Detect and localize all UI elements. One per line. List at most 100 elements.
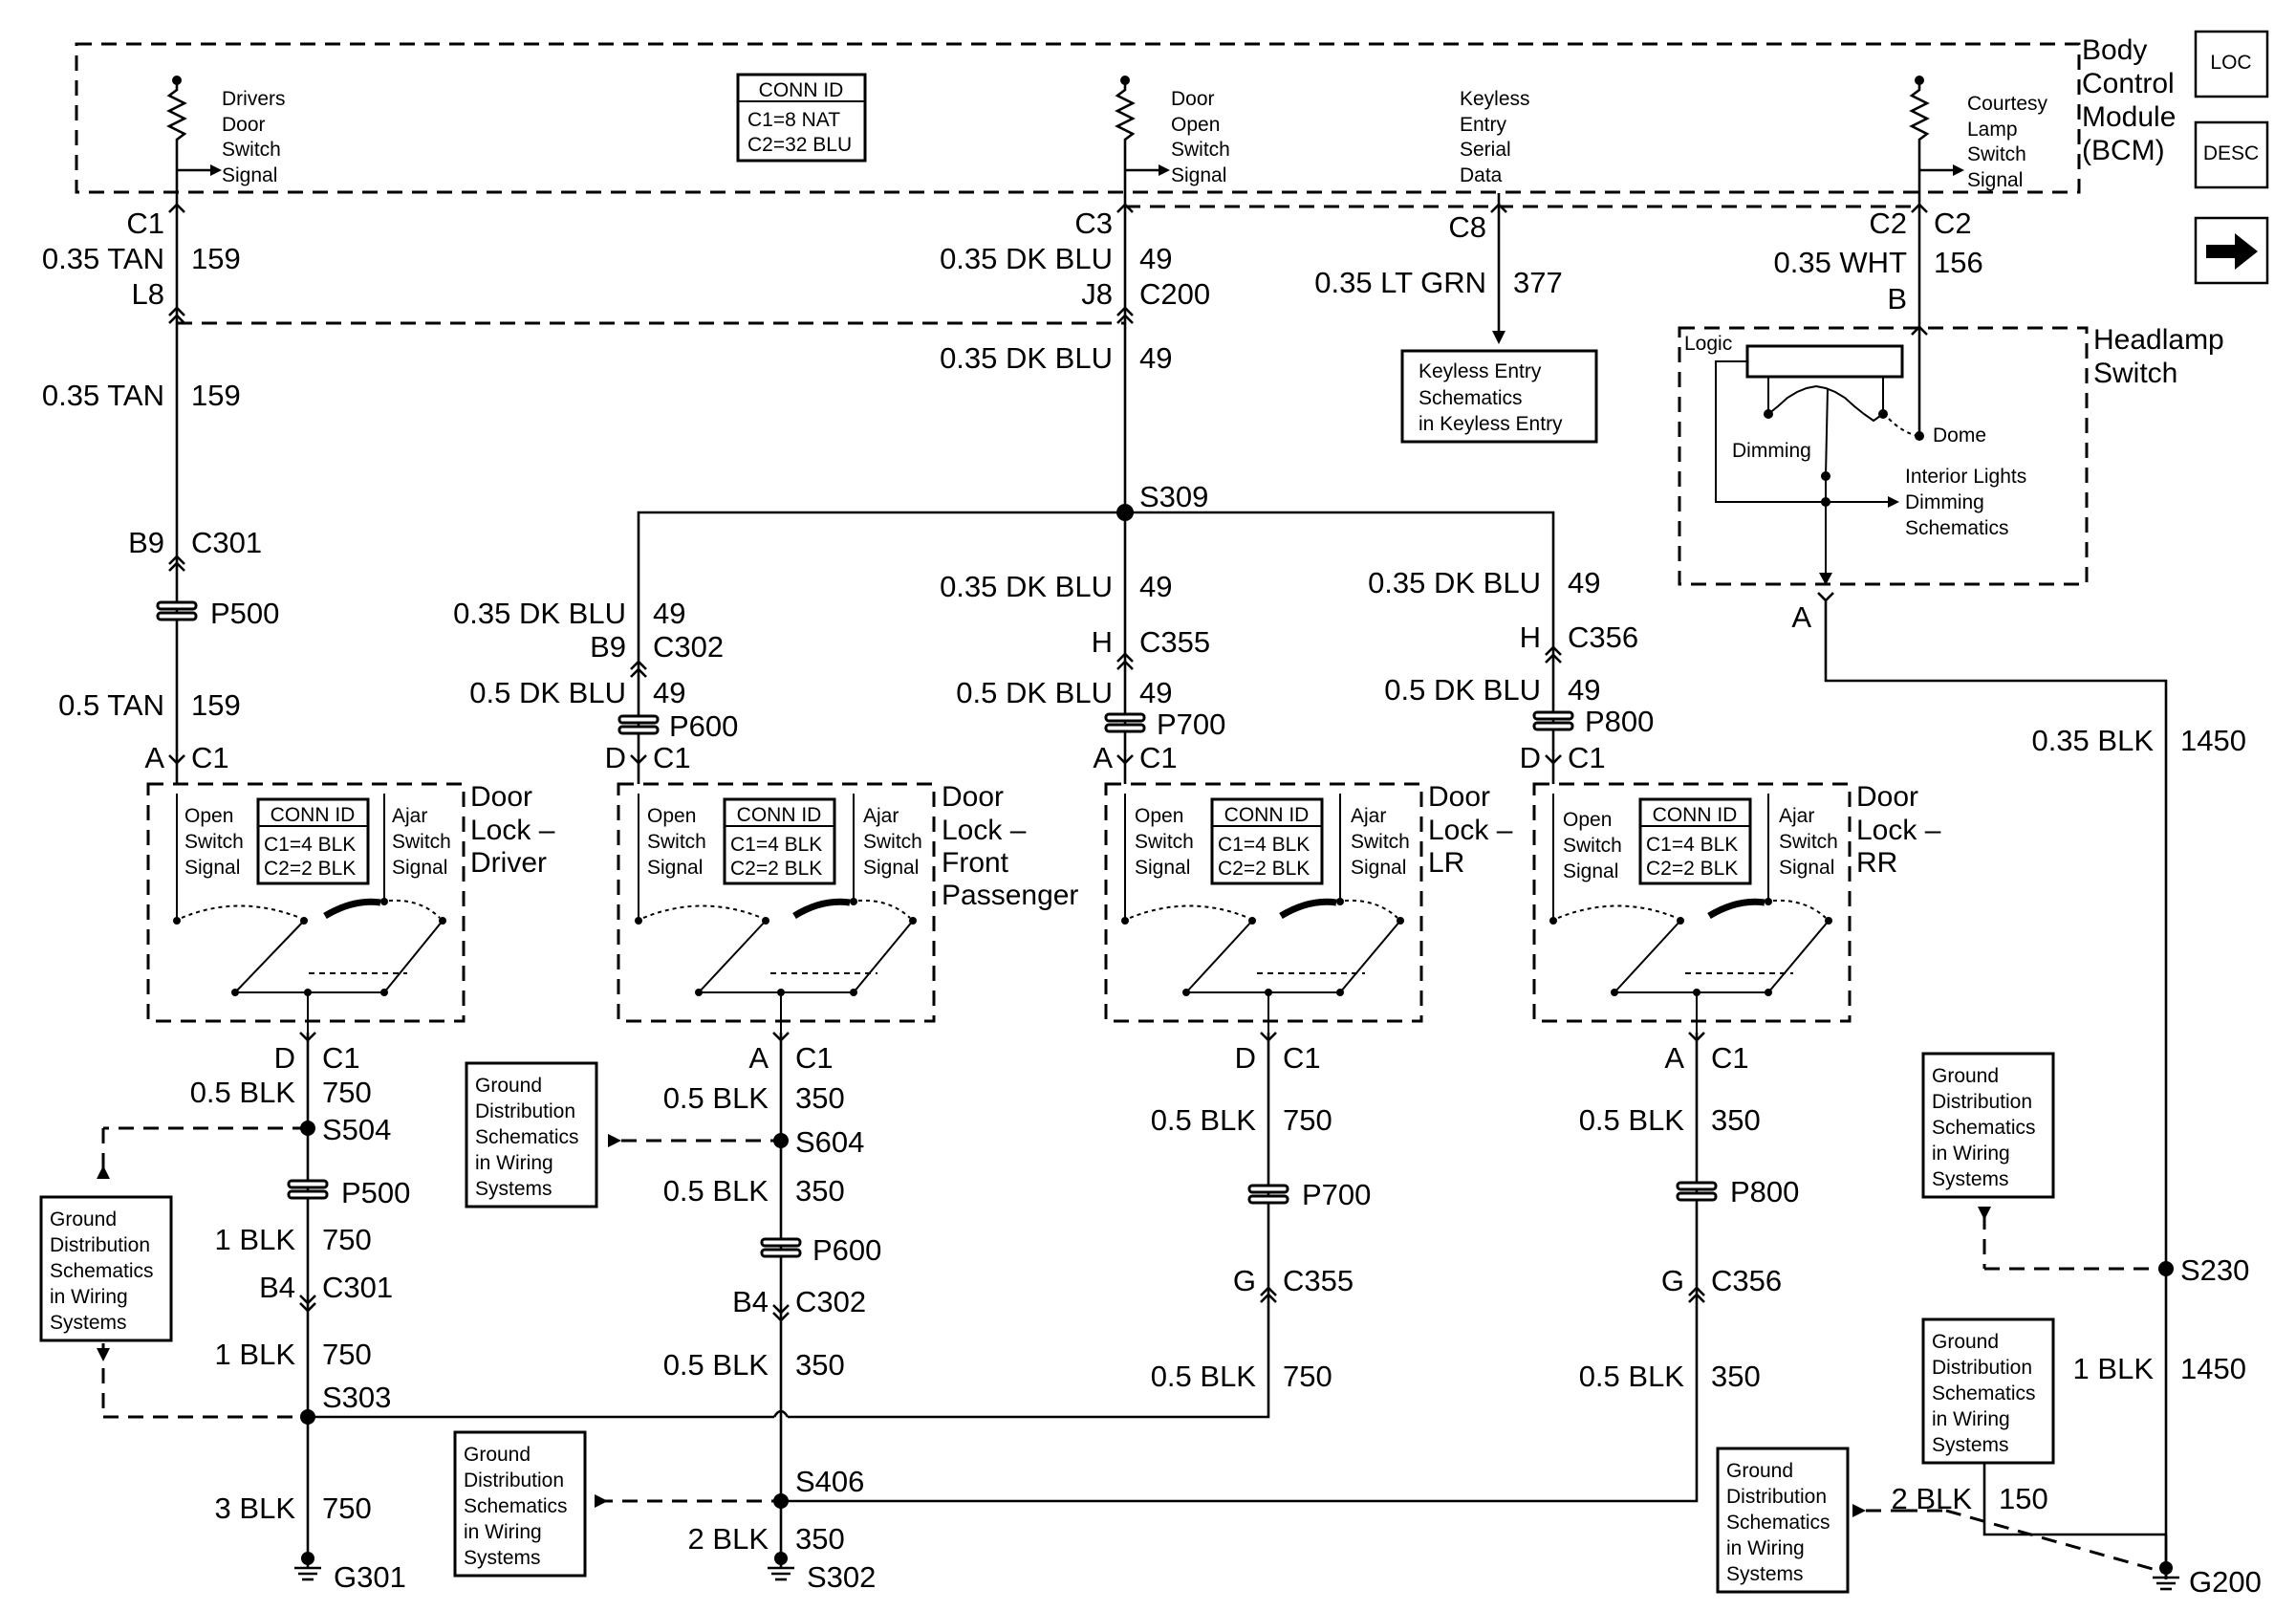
- diagram-label: RR: [1856, 847, 1897, 879]
- junction-dot: [850, 898, 857, 905]
- diagram-label: Switch: [1135, 831, 1194, 853]
- ground-distribution-box-2[interactable]: Ground Distribution Schematics in Wiring…: [465, 1061, 598, 1208]
- diagram-label: Switch: [392, 831, 451, 853]
- diagram-label: A: [748, 1041, 769, 1075]
- diagram-label: Open: [184, 805, 233, 827]
- diagram-label: Switch: [863, 831, 922, 853]
- diagram-label: 0.5 BLK: [1579, 1360, 1685, 1393]
- diagram-label: Signal: [1779, 857, 1834, 879]
- wire-segment: [1116, 660, 1134, 670]
- diagram-label: P600: [669, 709, 738, 743]
- diagram-label: Signal: [647, 857, 703, 879]
- box-outline: [287, 1189, 329, 1200]
- diagram-label: C2=2 BLK: [1218, 858, 1310, 880]
- diagram-label: C1=4 BLK: [730, 834, 822, 856]
- drivers-door-signal-label: Drivers Door Switch Signal: [222, 88, 286, 186]
- wire-segment: [1545, 645, 1562, 656]
- wire-segment: [1116, 203, 1134, 213]
- diagram-label: J8: [1081, 277, 1113, 311]
- box-outline: [1210, 797, 1324, 885]
- diagram-label: 750: [322, 1338, 372, 1371]
- diagram-label: 750: [1283, 1103, 1332, 1137]
- wire-segment: [323, 898, 381, 920]
- diagram-label: 0.35 DK BLU: [453, 597, 626, 630]
- diagram-label: H: [1092, 625, 1113, 659]
- box-outline: [1638, 797, 1752, 885]
- wire-segment: [1772, 899, 1827, 919]
- door-lock-driver-conn: CONN ID C1=4 BLK C2=2 BLK: [256, 797, 370, 885]
- door-open-signal-label: Door Open Switch Signal: [1171, 88, 1230, 186]
- diagram-label: S504: [322, 1113, 391, 1146]
- diagram-label: C1: [653, 741, 691, 774]
- ground-distribution-box-5[interactable]: Ground Distribution Schematics in Wiring…: [1921, 1317, 2055, 1465]
- diagram-label: 49: [1139, 341, 1172, 375]
- diagram-label: Ground: [1726, 1460, 1793, 1482]
- diagram-label: 0.35 DK BLU: [940, 570, 1113, 603]
- loc-button[interactable]: LOC: [2194, 30, 2269, 98]
- diagram-label: G200: [2189, 1565, 2262, 1599]
- diagram-label: B9: [128, 526, 164, 559]
- arrow-head: [1953, 164, 1964, 176]
- wire-segment: [1490, 203, 1507, 213]
- diagram-label: Ajar: [1779, 805, 1814, 827]
- diagram-label: CONN ID: [759, 79, 844, 101]
- diagram-label: B: [1887, 282, 1907, 316]
- diagram-label: Signal: [1967, 169, 2023, 191]
- keyless-entry-schematics-box[interactable]: Keyless Entry Schematics in Keyless Entr…: [1400, 349, 1598, 444]
- diagram-label: 49: [1139, 570, 1172, 603]
- diagram-label: Drivers: [222, 88, 286, 110]
- diagram-label: S309: [1139, 480, 1208, 513]
- diagram-label: Signal: [392, 857, 447, 879]
- arrow-head: [1852, 1504, 1866, 1517]
- diagram-label: Serial: [1460, 139, 1511, 161]
- door-lock-input-connectors: [168, 754, 1562, 765]
- wire-segment: [1115, 80, 1136, 193]
- diagram-label: Module: [2082, 101, 2176, 133]
- diagram-label: 0.35 WHT: [1773, 246, 1907, 279]
- diagram-label: D: [605, 741, 626, 774]
- ground-distribution-box-3[interactable]: Ground Distribution Schematics in Wiring…: [453, 1430, 587, 1578]
- diagram-label: Switch: [1171, 139, 1230, 161]
- box-outline: [723, 797, 836, 885]
- diagram-label: Signal: [1351, 857, 1406, 879]
- wire-segment: [1909, 80, 1930, 193]
- diagram-label: Ground: [50, 1208, 117, 1230]
- desc-button[interactable]: DESC: [2194, 120, 2269, 189]
- ground-distribution-box-1[interactable]: Ground Distribution Schematics in Wiring…: [39, 1195, 173, 1342]
- diagram-label: 49: [653, 676, 685, 709]
- diagram-label: Open: [647, 805, 696, 827]
- bcm-title: Body Control Module (BCM): [2082, 34, 2176, 166]
- diagram-label: 0.5 DK BLU: [956, 676, 1113, 709]
- wire-segment: [1614, 920, 1681, 993]
- diagram-label: C2=2 BLK: [730, 858, 822, 880]
- next-arrow-button[interactable]: [2194, 216, 2269, 285]
- diagram-label: S302: [807, 1560, 876, 1594]
- diagram-label: 750: [322, 1076, 372, 1109]
- diagram-label: 0.5 DK BLU: [1384, 673, 1541, 707]
- diagram-label: S604: [795, 1125, 864, 1159]
- arrow-head: [1978, 1207, 1991, 1220]
- diagram-label: Ground: [1932, 1331, 1999, 1353]
- arrow-head: [97, 1165, 110, 1179]
- box-outline: [1104, 723, 1146, 733]
- diagram-label: Open: [1171, 114, 1220, 136]
- diagram-label: Switch: [1779, 831, 1838, 853]
- diagram-label: 0.5 BLK: [1151, 1360, 1257, 1393]
- box-outline: [1745, 344, 1904, 379]
- box-outline: [1247, 1194, 1289, 1205]
- diagram-label: in Wiring: [50, 1286, 128, 1308]
- box-outline: [2194, 30, 2269, 98]
- diagram-label: 0.5 BLK: [1579, 1103, 1685, 1137]
- ground-distribution-box-6[interactable]: Ground Distribution Schematics in Wiring…: [1716, 1447, 1850, 1594]
- diagram-label: 350: [1711, 1103, 1761, 1137]
- diagram-label: C1: [322, 1041, 360, 1075]
- diagram-label: 0.5 TAN: [58, 688, 164, 722]
- diagram-label: Switch: [1967, 143, 2026, 165]
- door-lock-driver: CONN ID C1=4 BLK C2=2 BLK Open Switch Si…: [146, 781, 555, 1033]
- junction-dot: [380, 989, 388, 996]
- diagram-label: 0.35 BLK: [2031, 724, 2154, 757]
- ground-distribution-box-4[interactable]: Ground Distribution Schematics in Wiring…: [1921, 1052, 2055, 1199]
- diagram-label: 0.5 BLK: [663, 1348, 769, 1382]
- diagram-label: C355: [1283, 1264, 1354, 1297]
- wire-segment: [1824, 600, 2168, 1579]
